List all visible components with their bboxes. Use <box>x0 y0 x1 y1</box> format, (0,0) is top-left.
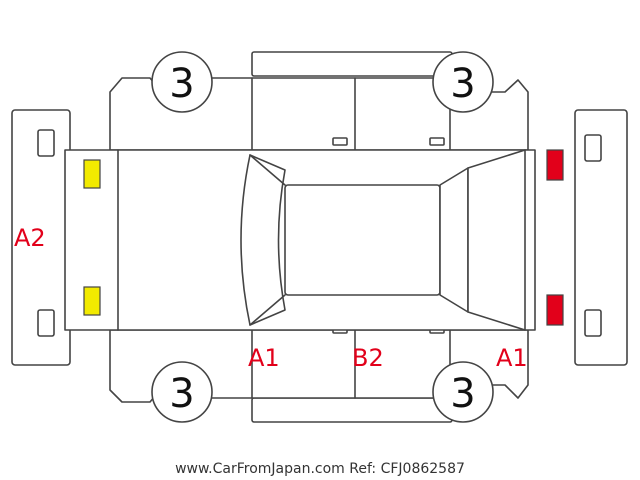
wheel-rear-left-rating: 3 <box>450 61 475 107</box>
wheel-rear-right: 3 <box>432 361 494 423</box>
bottom-roof-rail <box>251 397 453 423</box>
wheel-front-left-rating: 3 <box>169 61 194 107</box>
wheel-rear-left: 3 <box>432 51 494 113</box>
rear-left-light-marker <box>546 149 564 181</box>
wheel-front-right-rating: 3 <box>169 371 194 417</box>
top-view-body <box>64 149 536 331</box>
wheel-front-right: 3 <box>151 361 213 423</box>
damage-code-bumper-left: A2 <box>14 224 46 252</box>
rear-right-light-marker <box>546 294 564 326</box>
damage-code-front-door: A1 <box>248 344 280 372</box>
damage-code-rear-door: B2 <box>352 344 384 372</box>
damage-code-rear-quarter: A1 <box>496 344 528 372</box>
top-roof-rail <box>251 51 453 77</box>
top-side-body <box>109 77 529 151</box>
footer-reference: www.CarFromJapan.com Ref: CFJ0862587 <box>175 461 465 477</box>
rear-bumper-panel <box>574 109 628 366</box>
wheel-rear-right-rating: 3 <box>450 371 475 417</box>
wheel-front-left: 3 <box>151 51 213 113</box>
bottom-side-body <box>109 325 529 403</box>
front-left-light-marker <box>83 159 101 189</box>
front-right-light-marker <box>83 286 101 316</box>
